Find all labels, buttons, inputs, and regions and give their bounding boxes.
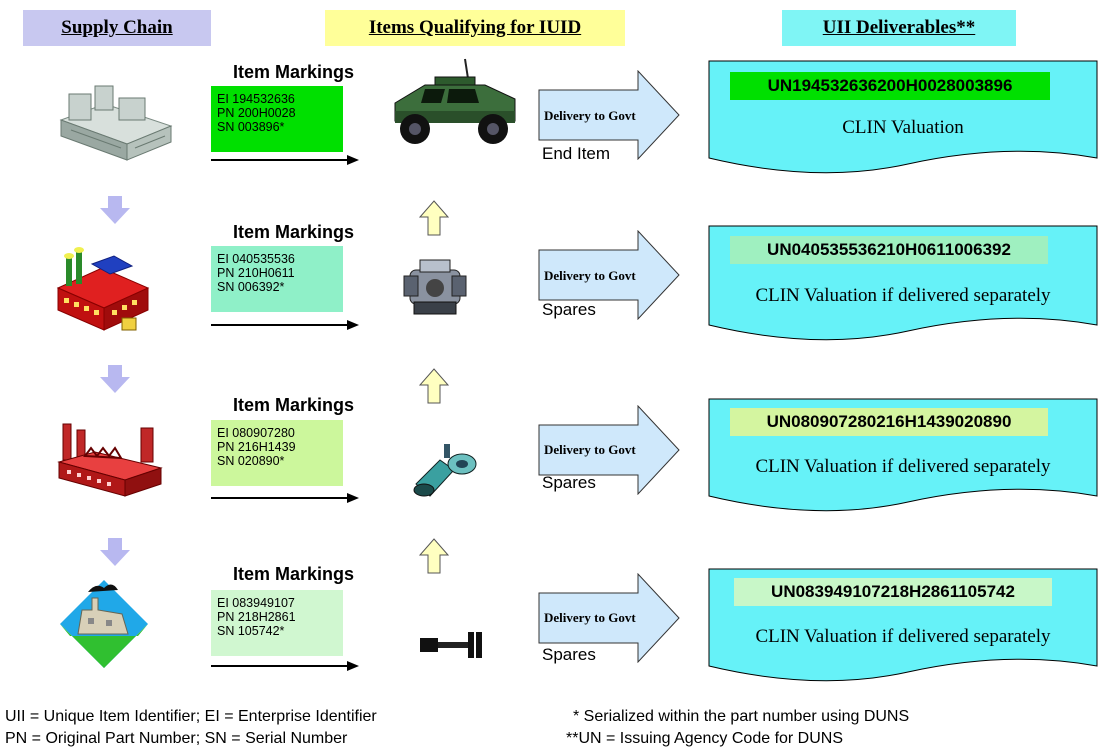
part-number: PN 218H2861 [217, 610, 296, 624]
footnote-un-code: **UN = Issuing Agency Code for DUNS [566, 730, 844, 747]
item-markings-title: Item Markings [233, 222, 355, 242]
delivery-type: Spares [542, 300, 596, 319]
up-arrow-icon [419, 368, 449, 404]
enterprise-id: EI 194532636 [217, 92, 295, 106]
prime-factory-icon [59, 85, 173, 161]
delivery-type: End Item [542, 144, 611, 163]
item-markings-box: EI 194532636 PN 200H0028 SN 003896* [211, 86, 343, 152]
uii-code: UN040535536210H0611006392 [730, 236, 1048, 264]
uii-code: UN194532636200H0028003896 [730, 72, 1050, 100]
clin-valuation-text: CLIN Valuation [842, 117, 964, 138]
delivery-label: Delivery to Govt [544, 442, 636, 457]
marking-arrow-icon [211, 493, 359, 503]
serial-number: SN 105742* [217, 624, 285, 638]
industrial-plant-icon [57, 423, 163, 497]
delivery-arrow-shape [538, 405, 680, 495]
chain-down-arrow-icon [100, 538, 130, 566]
delivery-label: Delivery to Govt [544, 108, 636, 123]
serial-number: SN 003896* [217, 120, 285, 134]
clin-valuation-text: CLIN Valuation if delivered separately [755, 285, 1051, 306]
clin-valuation-text: CLIN Valuation if delivered separately [755, 626, 1051, 647]
footnote-serialized: * Serialized within the part number usin… [573, 708, 910, 725]
enterprise-id: EI 083949107 [217, 596, 295, 610]
chain-down-arrow-icon [100, 365, 130, 393]
clin-valuation-text: CLIN Valuation if delivered separately [755, 456, 1051, 477]
footnote-pn-sn: PN = Original Part Number; SN = Serial N… [5, 730, 348, 747]
mine-plant-icon [60, 580, 148, 668]
header-items-qualifying: Items Qualifying for IUID [325, 10, 625, 46]
item-markings-title: Item Markings [233, 564, 355, 584]
header-uii-deliverables: UII Deliverables** [782, 10, 1016, 46]
serial-number: SN 006392* [217, 280, 285, 294]
engine-icon [403, 259, 467, 315]
item-markings-box: EI 080907280 PN 216H1439 SN 020890* [211, 420, 343, 486]
marking-arrow-icon [211, 155, 359, 165]
enterprise-id: EI 040535536 [217, 252, 295, 266]
small-part-icon [420, 632, 482, 658]
delivery-arrow-shape [538, 230, 680, 320]
enterprise-id: EI 080907280 [217, 426, 295, 440]
serial-number: SN 020890* [217, 454, 285, 468]
red-factory-icon [56, 247, 150, 331]
up-arrow-icon [419, 200, 449, 236]
marking-arrow-icon [211, 320, 359, 330]
part-number: PN 200H0028 [217, 106, 296, 120]
delivery-type: Spares [542, 473, 596, 492]
marking-arrow-icon [211, 661, 359, 671]
delivery-label: Delivery to Govt [544, 268, 636, 283]
part-number: PN 216H1439 [217, 440, 296, 454]
delivery-label: Delivery to Govt [544, 610, 636, 625]
uii-code: UN080907280216H1439020890 [730, 408, 1048, 436]
item-markings-title: Item Markings [233, 395, 355, 415]
up-arrow-icon [419, 538, 449, 574]
footnote-uii-ei: UII = Unique Item Identifier; EI = Enter… [5, 708, 377, 725]
delivery-type: Spares [542, 645, 596, 664]
item-markings-title: Item Markings [233, 62, 355, 82]
item-markings-box: EI 083949107 PN 218H2861 SN 105742* [211, 590, 343, 656]
header-supply-chain: Supply Chain [23, 10, 211, 46]
delivery-arrow-shape [538, 573, 680, 663]
uii-code: UN083949107218H2861105742 [734, 578, 1052, 606]
part-number: PN 210H0611 [217, 266, 295, 280]
military-vehicle-icon [394, 58, 516, 144]
chain-down-arrow-icon [100, 196, 130, 224]
delivery-arrow-shape [538, 70, 680, 160]
item-markings-box: EI 040535536 PN 210H0611 SN 006392* [211, 246, 343, 312]
pump-part-icon [413, 444, 477, 497]
